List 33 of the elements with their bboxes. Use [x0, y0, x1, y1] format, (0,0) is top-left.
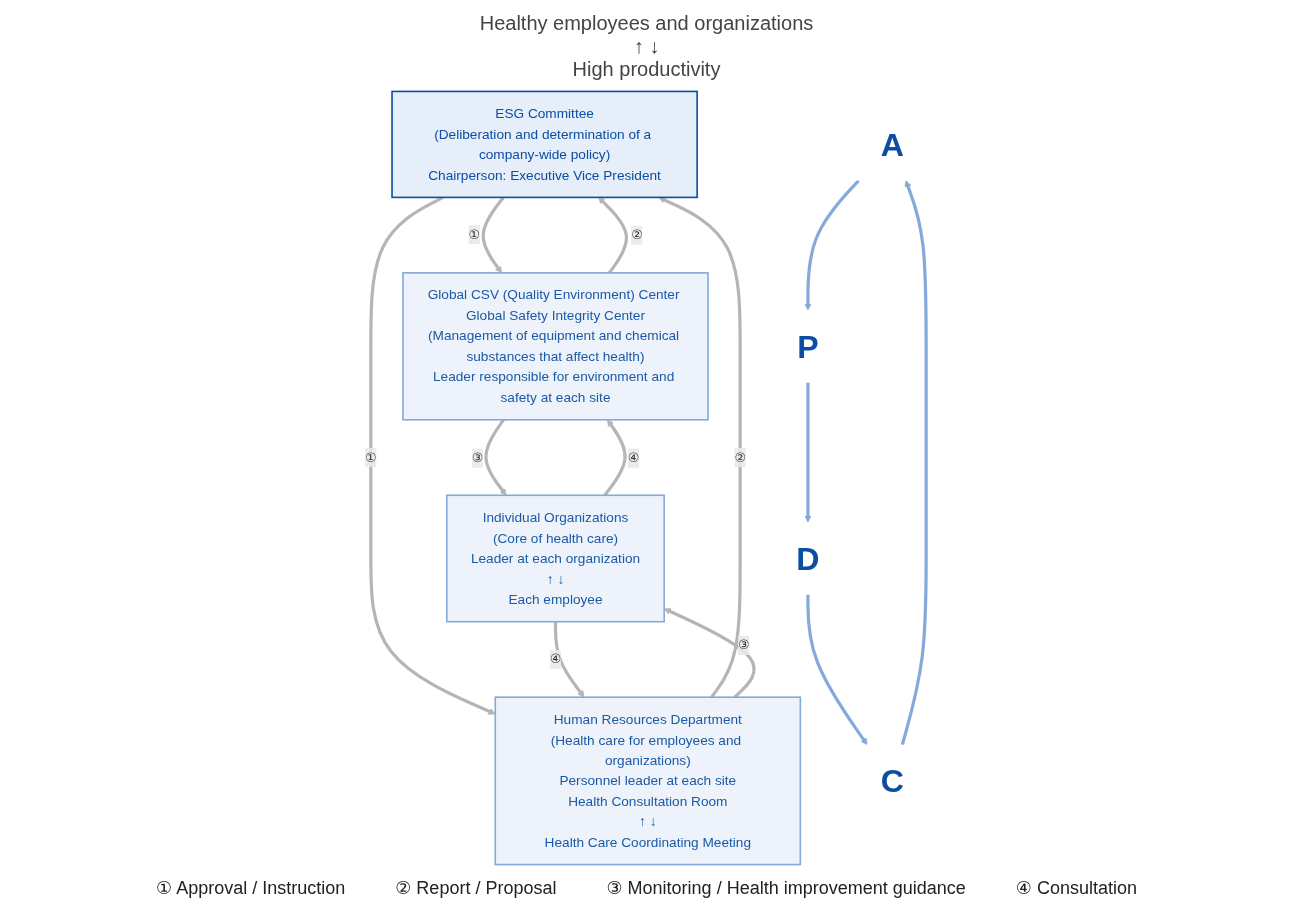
arrow — [598, 197, 629, 274]
edge-label: ④ — [627, 450, 640, 465]
edge-label: ④ — [549, 652, 562, 666]
arrow — [553, 621, 585, 698]
edge-label: ① — [468, 227, 481, 242]
node-box: Individual Organizations (Core of health care) Leader at each organization ↑ ↓ Each employee — [446, 494, 665, 623]
arrow — [484, 418, 507, 496]
arrow — [603, 419, 627, 497]
arrow — [804, 179, 860, 311]
node-text: P — [797, 328, 819, 364]
arrow-symbols: ↑ ↓ — [633, 35, 660, 58]
edge-label: ① — [365, 450, 377, 464]
arrow — [804, 382, 812, 523]
key-text: ④ Consultation — [1015, 877, 1137, 899]
node-box: ESG Committee (Deliberation and determination of a company-wide policy) Chairperson: Executive Vice President — [391, 90, 698, 199]
key-text: ③ Monitoring / Health improvement guidance — [606, 877, 966, 899]
arrow — [481, 196, 505, 274]
node-text: C — [880, 763, 904, 799]
key-text: ① Approval / Instruction — [156, 877, 346, 899]
node-text: D — [796, 540, 820, 577]
edge-label: ③ — [471, 450, 484, 465]
arrow — [806, 594, 868, 746]
node-box: Global CSV (Quality Environment) Center Global Safety Integrity Center (Management of equipment and chemical substances that affect health) Leader responsible for environment and safety at each site — [402, 272, 709, 421]
arrow — [658, 196, 742, 699]
node-box: Human Resources Department (Health care for employees and organizations) Personnel leader at each site Health Consultation Room ↑ ↓ Health Care Coordinating Meeting — [494, 696, 802, 866]
edge-label: ② — [631, 227, 643, 242]
center-text: High productivity — [572, 58, 721, 81]
node-text: A — [880, 126, 904, 163]
edge-label: ③ — [738, 638, 750, 652]
center-text: Healthy employees and organizations — [479, 12, 814, 35]
arrow — [900, 180, 928, 746]
edge-label: ② — [734, 450, 746, 464]
key-text: ② Report / Proposal — [395, 877, 557, 899]
